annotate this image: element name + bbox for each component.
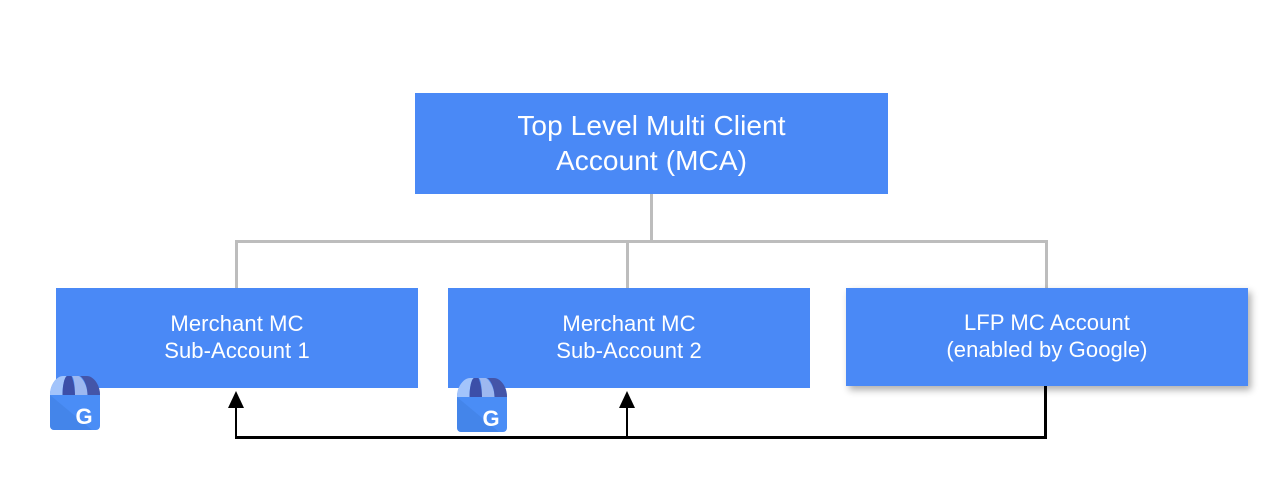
svg-text:G: G bbox=[482, 406, 499, 431]
node-top-level-mca[interactable]: Top Level Multi Client Account (MCA) bbox=[415, 93, 888, 194]
feedback-arrowhead-sub1 bbox=[228, 391, 244, 408]
feedback-riser-lfp bbox=[1044, 386, 1047, 438]
node-merchant-sub-account-1[interactable]: Merchant MC Sub-Account 1 bbox=[56, 288, 418, 388]
node-mca-line1: Top Level Multi Client bbox=[517, 110, 786, 142]
node-lfp-mc-account[interactable]: LFP MC Account (enabled by Google) bbox=[846, 288, 1248, 386]
connector-mca-stem bbox=[650, 194, 653, 242]
connector-drop-sub1 bbox=[235, 240, 238, 290]
connector-drop-sub2 bbox=[626, 240, 629, 290]
node-merchant-sub-account-2[interactable]: Merchant MC Sub-Account 2 bbox=[448, 288, 810, 388]
connector-drop-lfp bbox=[1045, 240, 1048, 290]
feedback-arrowhead-sub2 bbox=[619, 391, 635, 408]
connector-horizontal-bar bbox=[235, 240, 1047, 243]
feedback-riser-sub1 bbox=[235, 400, 237, 438]
node-sub2-line1: Merchant MC bbox=[562, 311, 696, 337]
node-mca-line2: Account (MCA) bbox=[555, 144, 748, 176]
node-sub1-line1: Merchant MC bbox=[170, 311, 304, 337]
feedback-horizontal-line bbox=[235, 436, 1047, 439]
node-sub2-line2: Sub-Account 2 bbox=[556, 338, 702, 363]
google-my-business-icon: G bbox=[50, 376, 100, 430]
feedback-riser-sub2 bbox=[626, 400, 628, 438]
node-lfp-line1: LFP MC Account bbox=[963, 310, 1131, 336]
node-sub1-line2: Sub-Account 1 bbox=[164, 338, 310, 363]
google-my-business-icon: G bbox=[457, 378, 507, 432]
svg-text:G: G bbox=[75, 404, 92, 429]
node-lfp-line2: (enabled by Google) bbox=[946, 337, 1148, 362]
